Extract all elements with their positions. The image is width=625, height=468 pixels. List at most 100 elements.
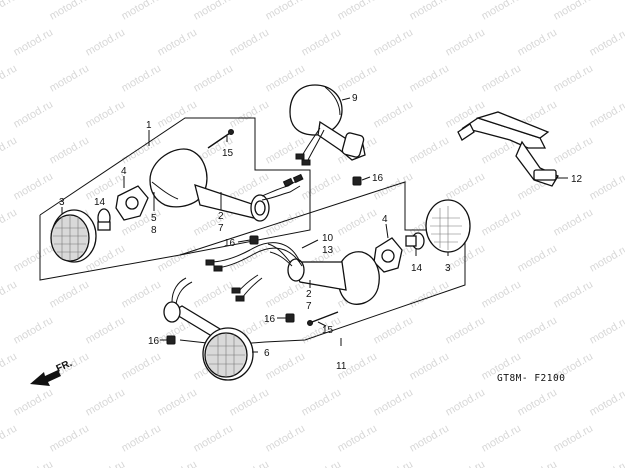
callout-16c: 16 bbox=[264, 314, 276, 325]
callout-15b: 15 bbox=[322, 325, 334, 336]
watermark-text: motod.ru bbox=[192, 62, 236, 94]
wire-harness-10 bbox=[205, 242, 303, 302]
watermark-text: motod.ru bbox=[444, 26, 488, 58]
watermark-text: motod.ru bbox=[408, 350, 452, 382]
watermark-text: motod.ru bbox=[0, 278, 19, 310]
watermark-text: motod.ru bbox=[192, 0, 236, 23]
light-9 bbox=[289, 84, 366, 166]
watermark-text: motod.ru bbox=[300, 458, 344, 468]
callout-4b: 4 bbox=[382, 214, 388, 225]
callout-10: 10 bbox=[322, 233, 334, 244]
callout-2b: 2 bbox=[306, 289, 312, 300]
watermark-text: motod.ru bbox=[480, 422, 524, 454]
watermark-text: motod.ru bbox=[12, 26, 56, 58]
watermark-text: motod.ru bbox=[588, 242, 625, 274]
watermark-text: motod.ru bbox=[48, 134, 92, 166]
watermark-text: motod.ru bbox=[516, 242, 560, 274]
watermark-text: motod.ru bbox=[0, 350, 19, 382]
housing-right bbox=[267, 243, 380, 305]
watermark-text: motod.ru bbox=[120, 422, 164, 454]
callout-15a: 15 bbox=[222, 148, 234, 159]
watermark-text: motod.ru bbox=[408, 422, 452, 454]
watermark-text: motod.ru bbox=[480, 206, 524, 238]
watermark-text: motod.ru bbox=[552, 0, 596, 23]
watermark-text: motod.ru bbox=[372, 314, 416, 346]
watermark-text: motod.ru bbox=[372, 458, 416, 468]
watermark-text: motod.ru bbox=[0, 134, 19, 166]
nut-16-top-right bbox=[352, 176, 362, 186]
watermark-text: motod.ru bbox=[84, 26, 128, 58]
watermark-text: motod.ru bbox=[12, 242, 56, 274]
screw-15-left bbox=[207, 129, 234, 149]
callout-16a: 16 bbox=[224, 238, 236, 249]
gasket-4-right bbox=[373, 237, 403, 273]
watermark-text: motod.ru bbox=[444, 386, 488, 418]
watermark-text: motod.ru bbox=[48, 422, 92, 454]
watermark-text: motod.ru bbox=[228, 26, 272, 58]
callout-3a: 3 bbox=[59, 197, 65, 208]
watermark-text: motod.ru bbox=[372, 98, 416, 130]
watermark-text: motod.ru bbox=[516, 386, 560, 418]
watermark-text: motod.ru bbox=[516, 26, 560, 58]
callout-7a: 7 bbox=[218, 223, 224, 234]
front-arrow-icon bbox=[30, 370, 61, 386]
watermark-text: motod.ru bbox=[588, 98, 625, 130]
watermark-text: motod.ru bbox=[408, 0, 452, 23]
callout-1: 1 bbox=[146, 120, 152, 131]
watermark-text: motod.ru bbox=[192, 278, 236, 310]
callout-9: 9 bbox=[352, 93, 358, 104]
diagram-code: GT8M- F2100 bbox=[497, 373, 565, 384]
callout-16b: 16 bbox=[372, 173, 384, 184]
watermark-text: motod.ru bbox=[0, 0, 19, 23]
watermark-text: motod.ru bbox=[12, 386, 56, 418]
watermark-text: motod.ru bbox=[0, 422, 19, 454]
watermark-text: motod.ru bbox=[588, 386, 625, 418]
housing-left-rear bbox=[149, 148, 270, 222]
watermark-text: motod.ru bbox=[84, 314, 128, 346]
watermark-text: motod.ru bbox=[588, 170, 625, 202]
callout-16d: 16 bbox=[148, 336, 160, 347]
bulb-14-left bbox=[97, 208, 111, 231]
watermark-text: motod.ru bbox=[156, 386, 200, 418]
watermark-text: motod.ru bbox=[552, 206, 596, 238]
watermark-text: motod.ru bbox=[588, 314, 625, 346]
light-6 bbox=[163, 277, 254, 381]
callout-14b: 14 bbox=[411, 263, 423, 274]
watermark-text: motod.ru bbox=[12, 98, 56, 130]
watermark-text: motod.ru bbox=[264, 350, 308, 382]
watermark-text: motod.ru bbox=[444, 170, 488, 202]
watermark-text: motod.ru bbox=[156, 98, 200, 130]
watermark-text: motod.ru bbox=[300, 386, 344, 418]
watermark-text: motod.ru bbox=[480, 0, 524, 23]
callout-4a: 4 bbox=[121, 166, 127, 177]
watermark-text: motod.ru bbox=[552, 134, 596, 166]
watermark-text: motod.ru bbox=[264, 422, 308, 454]
screw-15-right bbox=[307, 311, 339, 326]
watermark-text: motod.ru bbox=[156, 26, 200, 58]
watermark-text: motod.ru bbox=[48, 62, 92, 94]
callout-11: 11 bbox=[336, 361, 347, 372]
watermark-text: motod.ru bbox=[408, 62, 452, 94]
watermark-text: motod.ru bbox=[120, 278, 164, 310]
watermark-text: motod.ru bbox=[12, 458, 56, 468]
callout-3b: 3 bbox=[445, 263, 451, 274]
watermark-text: motod.ru bbox=[300, 26, 344, 58]
watermark-text: motod.ru bbox=[300, 170, 344, 202]
callout-numbers: 1 2 7 5 8 4 3 14 15 16 9 12 16 10 13 4 1… bbox=[59, 93, 583, 372]
watermark-text: motod.ru bbox=[336, 206, 380, 238]
watermark-text: motod.ru bbox=[228, 386, 272, 418]
watermark-text: motod.ru bbox=[228, 98, 272, 130]
watermark-text: motod.ru bbox=[192, 422, 236, 454]
callout-6: 6 bbox=[264, 348, 270, 359]
nut-16-mid bbox=[285, 313, 295, 323]
watermark-text: motod.ru bbox=[480, 62, 524, 94]
watermark-text: motod.ru bbox=[12, 170, 56, 202]
watermark-text: motod.ru bbox=[552, 278, 596, 310]
watermark-text: motod.ru bbox=[588, 26, 625, 58]
watermark-text: motod.ru bbox=[84, 386, 128, 418]
watermark-text: motod.ru bbox=[264, 134, 308, 166]
watermark-text: motod.ru bbox=[372, 386, 416, 418]
watermark-text: motod.ru bbox=[552, 62, 596, 94]
callout-7b: 7 bbox=[306, 301, 312, 312]
